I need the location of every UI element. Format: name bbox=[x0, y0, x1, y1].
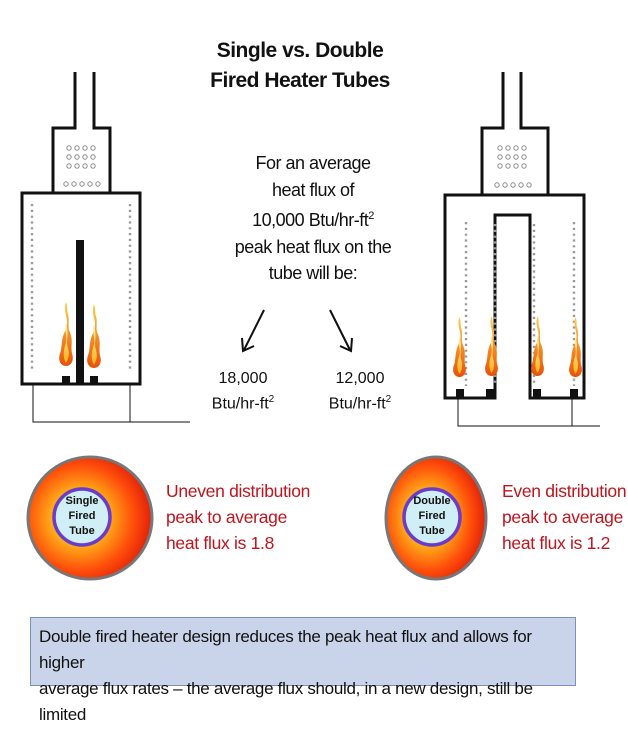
double-fired-heater-diagram bbox=[443, 72, 600, 427]
double-tube-wall bbox=[402, 487, 462, 547]
single-tube-wall bbox=[52, 487, 112, 547]
single-fired-heater-diagram bbox=[20, 72, 190, 423]
double-tube-distribution-text: Even distribution peak to average heat f… bbox=[502, 478, 628, 556]
arrow-down-icon bbox=[241, 309, 265, 353]
single-heater-base-line bbox=[32, 384, 190, 423]
double-heater-base-line bbox=[457, 398, 600, 427]
tube-label-line: Single bbox=[65, 495, 99, 507]
summary-callout: Double fired heater design reduces the p… bbox=[30, 617, 576, 724]
tube-label-line: Tube bbox=[419, 525, 445, 537]
page-title: Single vs. Double Fired Heater Tubes bbox=[150, 36, 450, 96]
distribution-line: heat flux is 1.8 bbox=[166, 533, 275, 553]
single-heater-outline bbox=[20, 72, 142, 386]
double-peak-flux-value: 12,000 Btu/hr-ft2 bbox=[305, 368, 415, 414]
distribution-line: heat flux is 1.2 bbox=[502, 533, 611, 553]
double-heater-burner-2 bbox=[486, 389, 494, 397]
double-tube-label: Double Fired Tube bbox=[402, 494, 462, 539]
tube-label-line: Fired bbox=[418, 510, 446, 522]
description-line: 10,000 Btu/hr-ft2 bbox=[205, 203, 421, 234]
unit-exponent: 2 bbox=[268, 394, 275, 405]
unit-text: Btu/hr-ft bbox=[328, 395, 386, 413]
double-heater-burner-3 bbox=[533, 389, 541, 397]
description-line: heat flux of bbox=[271, 179, 355, 200]
description-line: tube will be: bbox=[268, 263, 358, 283]
double-peak-flux-number: 12,000 bbox=[335, 370, 385, 387]
double-heater-convection-tubes bbox=[494, 145, 532, 188]
description-flux-value: 10,000 Btu/hr-ft bbox=[252, 210, 369, 230]
single-tube-distribution-text: Uneven distribution peak to average heat… bbox=[166, 478, 326, 556]
summary-line: average flux rates – the average flux sh… bbox=[39, 679, 533, 724]
double-heater-burner-4 bbox=[570, 389, 578, 397]
single-peak-flux-unit: Btu/hr-ft2 bbox=[188, 389, 298, 414]
unit-text: Btu/hr-ft bbox=[211, 395, 269, 413]
flame-icon bbox=[87, 304, 101, 368]
flame-icon bbox=[453, 317, 466, 377]
flame-icon bbox=[59, 302, 73, 366]
distribution-line: Even distribution bbox=[502, 481, 627, 501]
description-flux-exponent: 2 bbox=[368, 210, 374, 222]
distribution-line: peak to average bbox=[502, 507, 624, 527]
arrow-down-icon bbox=[329, 309, 353, 353]
single-heater-tube-rows bbox=[30, 145, 132, 372]
double-heater-outline bbox=[443, 72, 586, 400]
single-heater-burner-left bbox=[62, 376, 70, 384]
unit-exponent: 2 bbox=[385, 394, 392, 405]
single-peak-flux-number: 18,000 bbox=[218, 370, 268, 387]
description-line: peak heat flux on the bbox=[234, 236, 392, 257]
flame-icon bbox=[569, 317, 582, 377]
tube-label-line: Fired bbox=[68, 510, 96, 522]
single-tube-label: Single Fired Tube bbox=[52, 494, 112, 539]
tube-label-line: Tube bbox=[69, 525, 95, 537]
single-heater-convection-tubes bbox=[63, 145, 101, 187]
page-title-line: Fired Heater Tubes bbox=[210, 69, 390, 92]
tube-label-line: Double bbox=[413, 495, 451, 507]
double-heater-burner-1 bbox=[456, 389, 464, 397]
distribution-line: peak to average bbox=[166, 507, 288, 527]
single-heater-center-wall bbox=[76, 240, 84, 383]
heat-flux-description: For an average heat flux of 10,000 Btu/h… bbox=[205, 150, 421, 287]
double-fired-tube-cross-section bbox=[384, 455, 488, 581]
single-heater-burner-right bbox=[90, 376, 98, 384]
summary-line: Double fired heater design reduces the p… bbox=[39, 627, 532, 672]
distribution-line: Uneven distribution bbox=[166, 481, 311, 501]
description-line: For an average bbox=[255, 153, 371, 173]
double-peak-flux-unit: Btu/hr-ft2 bbox=[305, 389, 415, 414]
single-peak-flux-value: 18,000 Btu/hr-ft2 bbox=[188, 368, 298, 414]
single-fired-tube-cross-section bbox=[26, 455, 154, 581]
page-title-line: Single vs. Double bbox=[216, 39, 384, 62]
